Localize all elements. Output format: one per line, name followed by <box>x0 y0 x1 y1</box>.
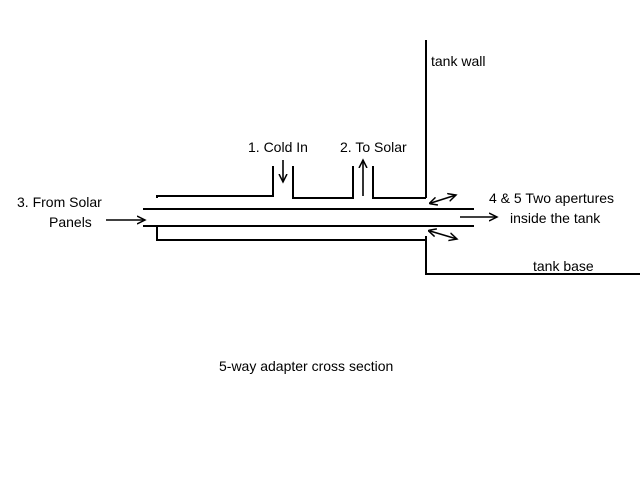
lower-aperture-arrow <box>430 231 457 239</box>
apertures-label-line1: 4 & 5 Two apertures <box>489 190 614 206</box>
from-solar-label-line1: 3. From Solar <box>17 194 102 210</box>
apertures-label-line2: inside the tank <box>510 210 601 226</box>
upper-aperture-arrow <box>431 195 456 203</box>
to-solar-label: 2. To Solar <box>340 139 407 155</box>
cold-in-label: 1. Cold In <box>248 139 308 155</box>
diagram-caption: 5-way adapter cross section <box>219 358 393 374</box>
tank-base-label: tank base <box>533 258 594 274</box>
from-solar-label-line2: Panels <box>49 214 92 230</box>
outer-pipe-bottom-wall <box>156 226 426 241</box>
tank-wall-label: tank wall <box>431 53 485 69</box>
tank-base-line <box>425 236 640 275</box>
outer-pipe-top-wall <box>156 166 426 199</box>
